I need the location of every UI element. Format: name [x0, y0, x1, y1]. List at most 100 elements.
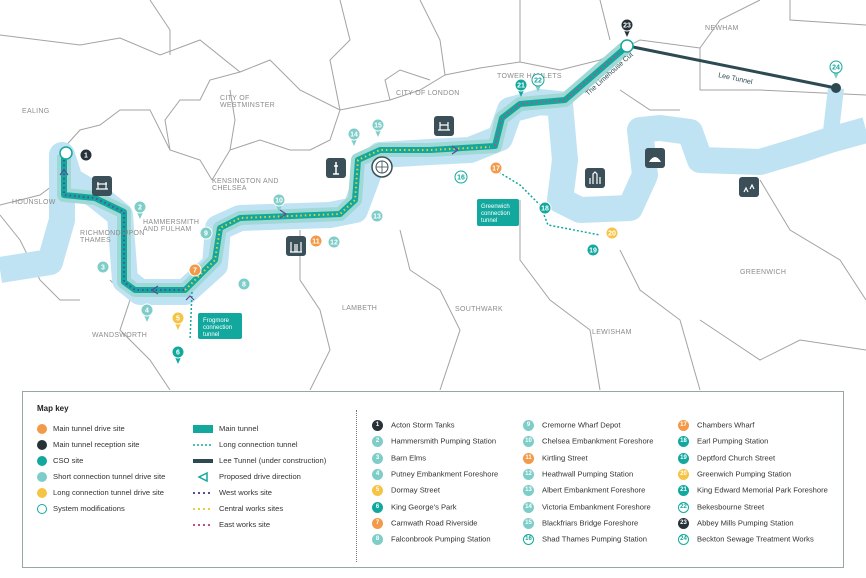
site-marker-23[interactable]: 23	[620, 18, 634, 37]
site-marker-label: 9	[204, 230, 208, 237]
lee-tunnel-label: Lee Tunnel	[718, 72, 754, 86]
site-name: Shad Thames Pumping Station	[542, 534, 647, 544]
london-eye-icon	[371, 156, 393, 178]
site-name: Chambers Wharf	[697, 420, 755, 430]
lee-tunnel	[627, 44, 837, 90]
site-list-item: 12 Heathwall Pumping Station	[523, 468, 634, 480]
borough-label: GREENWICH	[740, 269, 786, 276]
site-name: Victoria Embankment Foreshore	[542, 502, 651, 511]
site-number-badge: 22	[678, 501, 689, 513]
site-marker-14[interactable]: 14	[347, 127, 361, 146]
site-marker-20[interactable]: 20	[605, 226, 619, 240]
site-list-item: 16 Shad Thames Pumping Station	[523, 534, 647, 546]
site-list-item: 17 Chambers Wharf	[678, 420, 754, 431]
site-marker-label: 14	[350, 131, 358, 138]
borough-label: WANDSWORTH	[92, 332, 147, 339]
site-name: Bekesbourne Street	[697, 502, 765, 511]
lee-tunnel-end	[831, 83, 841, 93]
site-number-badge: 23	[678, 517, 689, 529]
drive-arrows	[59, 145, 460, 301]
site-number-badge: 2	[372, 436, 383, 448]
site-name: Chelsea Embankment Foreshore	[542, 436, 654, 446]
legend-separator	[356, 410, 357, 562]
site-marker-label: 19	[589, 247, 597, 254]
site-name: Heathwall Pumping Station	[542, 469, 634, 479]
site-marker-17[interactable]: 17	[489, 161, 503, 175]
site-marker-15[interactable]: 15	[371, 118, 385, 137]
site-marker-2[interactable]: 2	[133, 200, 147, 219]
site-number-badge: 16	[523, 534, 534, 546]
site-marker-9[interactable]: 9	[199, 226, 213, 240]
site-marker-8[interactable]: 8	[237, 277, 251, 291]
key-main-tunnel: Main tunnel	[193, 424, 258, 433]
site-name: Falconbrook Pumping Station	[391, 534, 491, 544]
site-marker-label: 8	[242, 281, 246, 288]
site-marker-7[interactable]: 7	[188, 263, 202, 277]
site-number-badge: 21	[678, 485, 689, 497]
site-marker-22[interactable]: 22	[531, 73, 545, 92]
site-number-badge: 17	[678, 420, 689, 431]
key-long-connection-tunnel: Long connection tunnel	[193, 440, 298, 449]
site-name: King Edward Memorial Park Foreshore	[697, 485, 828, 495]
site-marker-label: 24	[832, 64, 840, 71]
site-number-badge: 15	[523, 517, 534, 529]
site-marker-6[interactable]: 6	[171, 345, 185, 364]
site-marker-24[interactable]: 24	[829, 60, 843, 79]
site-number-badge: 13	[523, 485, 534, 497]
key-reception-site: Main tunnel reception site	[37, 440, 140, 450]
site-name: Greenwich Pumping Station	[697, 469, 792, 479]
borough-label: NEWHAM	[705, 25, 739, 32]
site-marker-label: 11	[312, 238, 320, 245]
key-lee-tunnel: Lee Tunnel (under construction)	[193, 456, 326, 465]
site-marker-3[interactable]: 3	[96, 260, 110, 274]
site-marker-1[interactable]: 1	[79, 148, 93, 162]
site-marker-label: 10	[275, 197, 283, 204]
site-marker-10[interactable]: 10	[272, 193, 286, 212]
site-marker-label: 3	[101, 264, 105, 271]
site-marker-12[interactable]: 12	[327, 235, 341, 249]
site-number-badge: 12	[523, 468, 534, 480]
system-modification-abbey	[620, 39, 634, 53]
site-number-badge: 4	[372, 468, 383, 480]
site-marker-label: 4	[145, 307, 149, 314]
site-marker-5[interactable]: 5	[171, 311, 185, 330]
site-name: Blackfriars Bridge Foreshore	[542, 518, 639, 528]
site-marker-18[interactable]: 18	[538, 201, 552, 215]
canary-wharf-icon	[585, 168, 605, 188]
site-number-badge: 24	[678, 534, 689, 546]
site-number-badge: 10	[523, 436, 534, 448]
key-east-works: East works site	[193, 520, 271, 529]
site-name: Kirtling Street	[542, 453, 588, 463]
site-marker-21[interactable]: 21	[514, 78, 528, 97]
site-marker-11[interactable]: 11	[309, 234, 323, 248]
site-marker-label: 18	[541, 205, 549, 212]
site-name: Cremorne Wharf Depot	[542, 420, 621, 430]
site-number-badge: 3	[372, 452, 383, 464]
site-marker-13[interactable]: 13	[370, 209, 384, 223]
borough-label: LAMBETH	[342, 305, 377, 312]
site-number-badge: 8	[372, 534, 383, 546]
key-central-works: Central works sites	[193, 504, 284, 513]
key-system-modifications: System modifications	[37, 504, 125, 514]
map-key: Map key Main tunnel drive site Main tunn…	[22, 391, 844, 568]
site-name: Barn Elms	[391, 453, 427, 463]
site-list-item: 3 Barn Elms	[372, 452, 427, 464]
site-marker-19[interactable]: 19	[586, 243, 600, 257]
site-name: Carnwath Road Riverside	[391, 518, 478, 528]
site-marker-16[interactable]: 16	[454, 170, 468, 184]
site-number-badge: 6	[372, 501, 383, 513]
site-list-item: 22 Bekesbourne Street	[678, 501, 765, 513]
borough-label: TOWER HAMLETS	[497, 73, 562, 80]
borough-label: LEWISHAM	[592, 329, 632, 336]
thames-barrier-icon	[739, 177, 759, 197]
key-long-connection: Long connection tunnel drive site	[37, 488, 164, 498]
site-marker-4[interactable]: 4	[140, 303, 154, 322]
frogmore-connection-tunnel	[189, 291, 193, 341]
